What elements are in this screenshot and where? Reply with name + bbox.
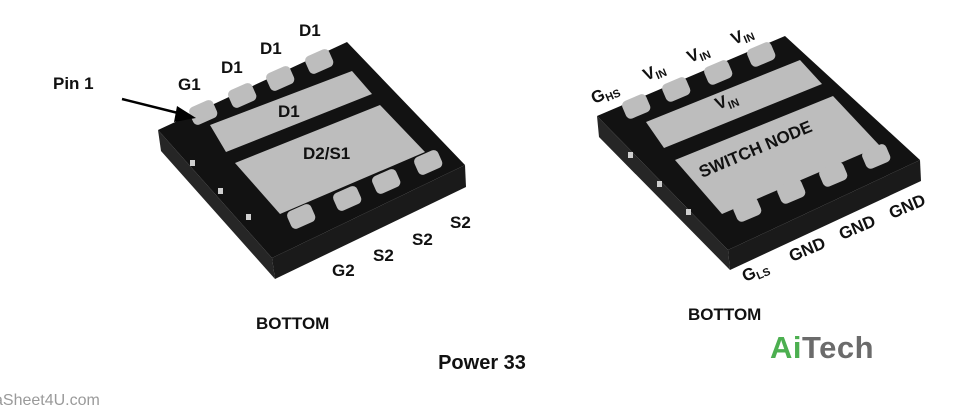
pad-g2 bbox=[287, 204, 316, 229]
right-view-label: BOTTOM bbox=[688, 305, 762, 324]
right-package-side-right bbox=[728, 160, 921, 270]
left-large-pad-d2s1-label: D2/S1 bbox=[303, 144, 350, 163]
left-large-pad-d1 bbox=[210, 71, 372, 152]
pad-d1 bbox=[266, 66, 295, 91]
left-view-label: BOTTOM bbox=[256, 314, 330, 333]
right-side-terminal bbox=[657, 181, 662, 187]
pad-s2 bbox=[333, 186, 362, 211]
pin-label-g1: G1 bbox=[178, 75, 201, 94]
left-package-side-terminals bbox=[190, 160, 251, 220]
left-large-pad-d2s1 bbox=[235, 105, 425, 214]
pin-label-s2: S2 bbox=[412, 230, 433, 249]
pad-g1 bbox=[189, 100, 218, 125]
left-package-side-right bbox=[272, 165, 466, 279]
aitech-logo: AiTech bbox=[770, 330, 874, 366]
pin-label-vin: VIN bbox=[684, 40, 713, 68]
pin1-arrow-icon bbox=[121, 97, 196, 122]
pin1-label: Pin 1 bbox=[53, 74, 94, 93]
right-side-terminal bbox=[628, 152, 633, 158]
right-top-pads bbox=[622, 42, 776, 119]
left-side-terminal bbox=[246, 214, 251, 220]
pad-d1 bbox=[305, 49, 334, 74]
pin-label-vin: VIN bbox=[640, 58, 669, 86]
pin-label-s2: S2 bbox=[450, 213, 471, 232]
left-large-pad-d1-label: D1 bbox=[278, 102, 300, 121]
pad-gnd bbox=[862, 144, 891, 169]
pin-label-d1: D1 bbox=[260, 39, 282, 58]
pin-label-ghs: GHS bbox=[588, 79, 622, 109]
pad-d1 bbox=[228, 83, 257, 108]
pad-gls bbox=[733, 197, 762, 222]
pad-gnd bbox=[819, 162, 848, 187]
left-package-side-left bbox=[158, 130, 275, 279]
left-side-terminal bbox=[218, 188, 223, 194]
pad-vin bbox=[704, 60, 733, 85]
pad-ghs bbox=[622, 94, 651, 119]
left-side-terminal bbox=[190, 160, 195, 166]
right-package: VIN SWITCH NODE GHS VIN VIN VIN GLS GND … bbox=[588, 22, 928, 286]
pad-s2 bbox=[372, 169, 401, 194]
right-package-side-terminals bbox=[628, 152, 691, 215]
right-side-terminal bbox=[686, 209, 691, 215]
right-bottom-pads bbox=[733, 144, 891, 222]
pin-label-vin: VIN bbox=[728, 22, 757, 50]
pin-label-g2: G2 bbox=[332, 261, 355, 280]
pad-vin bbox=[662, 77, 691, 102]
pad-vin bbox=[747, 42, 776, 67]
pin-label-d1: D1 bbox=[299, 21, 321, 40]
pin-label-s2: S2 bbox=[373, 246, 394, 265]
pad-gnd bbox=[777, 179, 806, 204]
pin-label-gnd: GND bbox=[886, 190, 928, 222]
diagram-caption: Power 33 bbox=[438, 352, 526, 374]
watermark: aSheet4U.com bbox=[0, 392, 100, 409]
pad-s2 bbox=[414, 150, 443, 175]
logo-tech-text: Tech bbox=[802, 330, 875, 365]
right-large-pad-vin bbox=[646, 60, 822, 148]
logo-ai-text: Ai bbox=[770, 330, 802, 365]
left-bottom-pads bbox=[287, 150, 443, 229]
left-package: D1 D2/S1 G1 D1 D1 D1 G2 S2 S2 S2 bbox=[121, 21, 471, 280]
left-top-pads bbox=[189, 49, 334, 125]
right-large-pad-switch-node bbox=[675, 96, 880, 214]
pin-label-d1: D1 bbox=[221, 58, 243, 77]
